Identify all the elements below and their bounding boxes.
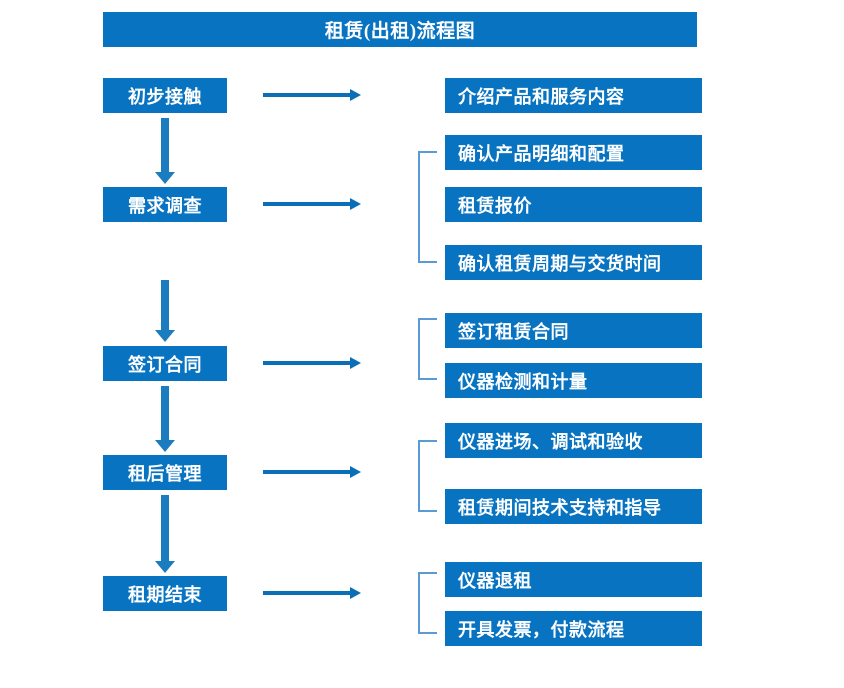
detail-label-6: 仪器检测和计量 — [458, 371, 588, 392]
arrow-shaft — [161, 118, 169, 172]
detail-label-7: 仪器进场、调试和验收 — [458, 431, 643, 452]
detail-node-7[interactable]: 仪器进场、调试和验收 — [445, 423, 702, 458]
stage-node-1[interactable]: 初步接触 — [103, 78, 227, 113]
detail-label-5: 签订租赁合同 — [458, 321, 569, 342]
stage-label-5: 租期结束 — [128, 584, 202, 605]
detail-label-8: 租赁期间技术支持和指导 — [458, 497, 662, 518]
horizontal-arrow-stage-4 — [263, 466, 361, 478]
arrow-head-down-icon — [155, 330, 175, 342]
arrow-shaft — [263, 202, 351, 206]
detail-node-8[interactable]: 租赁期间技术支持和指导 — [445, 489, 702, 524]
stage-node-5[interactable]: 租期结束 — [103, 576, 227, 611]
stage-label-4: 租后管理 — [128, 463, 202, 484]
horizontal-arrow-stage-1 — [263, 89, 361, 101]
arrow-shaft — [263, 93, 351, 97]
arrow-head-down-icon — [155, 440, 175, 452]
arrow-head-down-icon — [155, 172, 175, 184]
arrow-head-right-icon — [350, 466, 361, 478]
vertical-arrow-3-to-4 — [155, 386, 175, 452]
arrow-shaft — [263, 361, 351, 365]
arrow-head-down-icon — [155, 561, 175, 573]
arrow-shaft — [161, 280, 169, 330]
detail-node-2[interactable]: 确认产品明细和配置 — [445, 135, 702, 170]
arrow-shaft — [263, 470, 351, 474]
arrow-head-right-icon — [350, 357, 361, 369]
stage-node-2[interactable]: 需求调查 — [103, 187, 227, 222]
page-title: 租赁(出租)流程图 — [103, 12, 697, 47]
arrow-head-right-icon — [350, 198, 361, 210]
arrow-shaft — [161, 495, 169, 561]
detail-node-4[interactable]: 确认租赁周期与交货时间 — [445, 245, 702, 280]
detail-node-5[interactable]: 签订租赁合同 — [445, 313, 702, 348]
arrow-head-right-icon — [350, 587, 361, 599]
stage-node-4[interactable]: 租后管理 — [103, 455, 227, 490]
detail-label-9: 仪器退租 — [458, 570, 532, 591]
group-bracket-post-rental — [418, 440, 437, 512]
stage-node-3[interactable]: 签订合同 — [103, 346, 227, 381]
vertical-arrow-4-to-5 — [155, 495, 175, 573]
stage-label-2: 需求调查 — [128, 195, 202, 216]
detail-label-3: 租赁报价 — [458, 195, 532, 216]
detail-node-1[interactable]: 介绍产品和服务内容 — [445, 78, 702, 113]
detail-label-10: 开具发票，付款流程 — [458, 619, 625, 640]
group-bracket-contract — [418, 318, 437, 380]
vertical-arrow-1-to-2 — [155, 118, 175, 184]
detail-node-3[interactable]: 租赁报价 — [445, 187, 702, 222]
detail-label-2: 确认产品明细和配置 — [458, 143, 625, 164]
detail-node-9[interactable]: 仪器退租 — [445, 562, 702, 597]
vertical-arrow-2-to-3 — [155, 280, 175, 342]
horizontal-arrow-stage-3 — [263, 357, 361, 369]
arrow-shaft — [263, 591, 351, 595]
group-bracket-end-of-term — [418, 572, 437, 634]
detail-node-10[interactable]: 开具发票，付款流程 — [445, 611, 702, 646]
group-bracket-requirements — [418, 151, 437, 263]
horizontal-arrow-stage-2 — [263, 198, 361, 210]
horizontal-arrow-stage-5 — [263, 587, 361, 599]
detail-label-4: 确认租赁周期与交货时间 — [458, 253, 662, 274]
arrow-shaft — [161, 386, 169, 440]
arrow-head-right-icon — [350, 89, 361, 101]
detail-node-6[interactable]: 仪器检测和计量 — [445, 363, 702, 398]
stage-label-1: 初步接触 — [128, 86, 202, 107]
detail-label-1: 介绍产品和服务内容 — [458, 86, 625, 107]
stage-label-3: 签订合同 — [128, 354, 202, 375]
